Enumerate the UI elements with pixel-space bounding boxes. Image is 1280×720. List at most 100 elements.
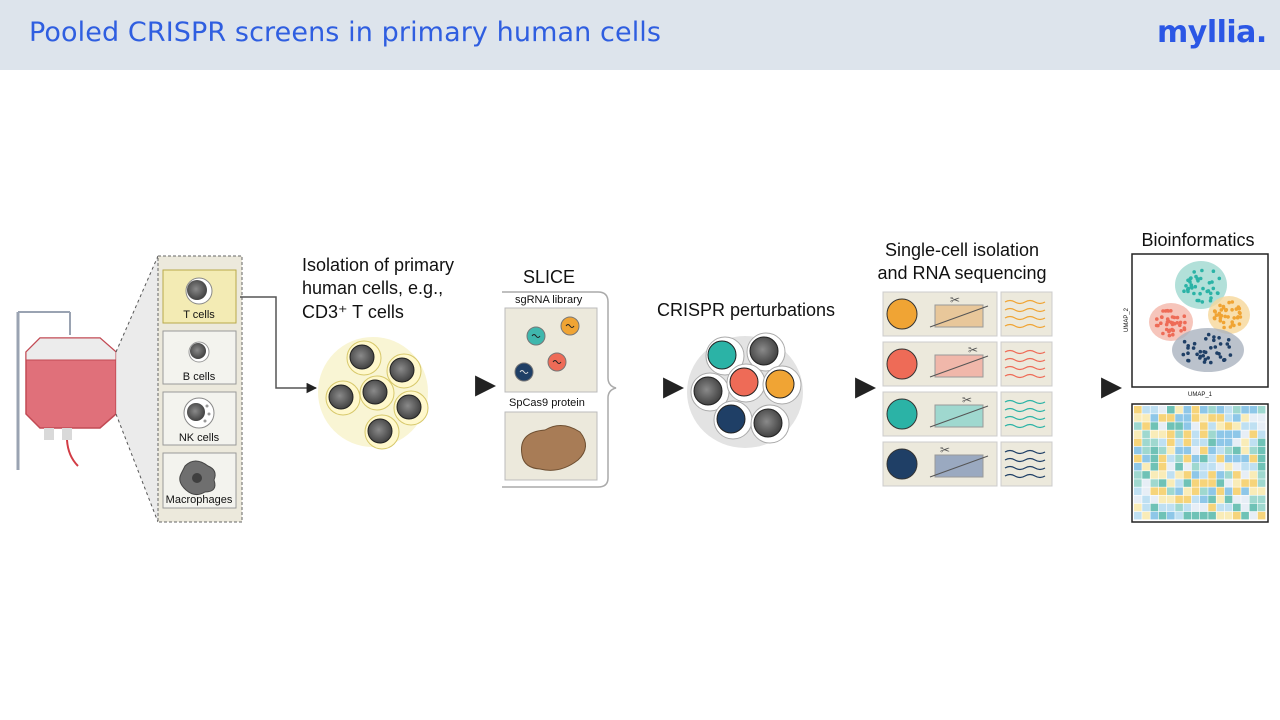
heatmap-cell [1249, 479, 1258, 487]
t-cell-box: T cells [162, 269, 237, 324]
heatmap-cell [1167, 471, 1175, 479]
umap-dot [1178, 320, 1183, 325]
nk-cell-box: NK cells [162, 391, 237, 446]
heatmap-cell [1175, 454, 1183, 463]
umap-dot [1212, 338, 1216, 343]
umap-dot [1198, 349, 1203, 354]
umap-dot [1186, 358, 1191, 363]
heatmap-cell [1216, 414, 1225, 422]
heatmap-cell [1200, 422, 1208, 430]
heatmap-cell [1241, 414, 1249, 422]
umap-plot: UMAP_1 UMAP_2 [1124, 253, 1269, 398]
heatmap-cell [1241, 511, 1249, 520]
heatmap-cell [1249, 430, 1258, 438]
heatmap-cell [1216, 495, 1225, 504]
umap-dot [1167, 333, 1172, 338]
umap-dot [1155, 317, 1159, 321]
crispr-label: CRISPR perturbations [657, 300, 835, 320]
heatmap-cell [1150, 511, 1159, 520]
heatmap-cell [1257, 495, 1266, 504]
umap-x-label: UMAP_1 [1188, 392, 1213, 398]
heatmap-cell [1216, 471, 1225, 479]
heatmap-cell [1249, 454, 1258, 463]
heatmap-cell [1142, 471, 1150, 479]
umap-dot [1209, 346, 1213, 350]
heatmap-cell [1257, 471, 1266, 479]
heatmap-cell [1241, 471, 1249, 479]
heatmap-cell [1150, 471, 1159, 479]
heatmap-cell [1134, 406, 1142, 414]
heatmap-cell [1233, 463, 1241, 471]
heatmap-cell [1167, 438, 1175, 447]
heatmap-cell [1175, 487, 1183, 495]
umap-dot [1183, 320, 1187, 325]
umap-dot [1200, 268, 1204, 273]
heatmap-cell [1142, 422, 1150, 430]
scissors-icon-3: ✂ [962, 393, 972, 407]
umap-dot [1182, 326, 1187, 330]
heatmap-cell [1134, 479, 1142, 487]
heatmap-cell [1183, 422, 1192, 430]
heatmap-cell [1183, 487, 1192, 495]
umap-dot [1226, 315, 1230, 319]
umap-dot [1217, 276, 1222, 281]
heatmap-cell [1208, 414, 1216, 422]
heatmap-cell [1158, 422, 1167, 430]
umap-dot [1161, 331, 1165, 336]
heatmap-cell [1233, 454, 1241, 463]
heatmap-cell [1200, 430, 1208, 438]
heatmap-cell [1175, 495, 1183, 504]
umap-dot [1204, 337, 1208, 341]
heatmap-cell [1208, 430, 1216, 438]
heatmap-cell [1200, 414, 1208, 422]
umap-dot [1228, 353, 1233, 357]
umap-dot [1218, 303, 1222, 308]
umap-dot [1212, 309, 1217, 313]
heatmap-cell [1257, 503, 1266, 512]
heatmap-cell [1191, 406, 1200, 414]
heatmap-cell [1142, 454, 1150, 463]
heatmap-cell [1191, 471, 1200, 479]
heatmap-cell [1233, 406, 1241, 414]
heatmap-cell [1200, 454, 1208, 463]
umap-dot [1161, 309, 1165, 313]
umap-dot [1197, 298, 1201, 303]
heatmap-cell [1233, 471, 1241, 479]
heatmap-cell [1158, 406, 1167, 414]
heatmap-cell [1142, 446, 1150, 455]
umap-dot [1208, 291, 1213, 296]
heatmap-cell [1200, 406, 1208, 414]
heatmap-cell [1150, 446, 1159, 455]
umap-dot [1168, 328, 1172, 333]
heatmap-cell [1158, 479, 1167, 487]
umap-dot [1184, 284, 1188, 288]
virus-particles-icon [514, 316, 580, 382]
heatmap-cell [1134, 495, 1142, 504]
umap-dot [1202, 350, 1206, 354]
umap-dot [1189, 284, 1194, 289]
heatmap-cell [1175, 438, 1183, 447]
heatmap-cell [1134, 430, 1142, 438]
umap-dot [1189, 276, 1193, 280]
heatmap-cell [1249, 503, 1258, 512]
perturbed-cells-icon [687, 332, 803, 448]
heatmap-cell [1134, 511, 1142, 520]
umap-dot [1206, 332, 1211, 337]
heatmap-cell [1257, 438, 1266, 447]
heatmap-cell [1200, 438, 1208, 447]
heatmap-cell [1158, 414, 1167, 422]
heatmap-cell [1208, 511, 1216, 520]
heatmap-cell [1142, 487, 1150, 495]
heatmap-cell [1167, 414, 1175, 422]
heatmap-cell [1241, 487, 1249, 495]
heatmap-cell [1208, 406, 1216, 414]
umap-dot [1219, 308, 1224, 312]
heatmap-cell [1150, 487, 1159, 495]
heatmap-cell [1257, 422, 1266, 430]
heatmap-cell [1208, 454, 1216, 463]
heatmap-cell [1241, 406, 1249, 414]
umap-dot [1202, 360, 1207, 364]
heatmap-cell [1191, 503, 1200, 512]
isolation-label: Isolation of primary human cells, e.g., … [302, 255, 454, 322]
heatmap-cell [1175, 471, 1183, 479]
